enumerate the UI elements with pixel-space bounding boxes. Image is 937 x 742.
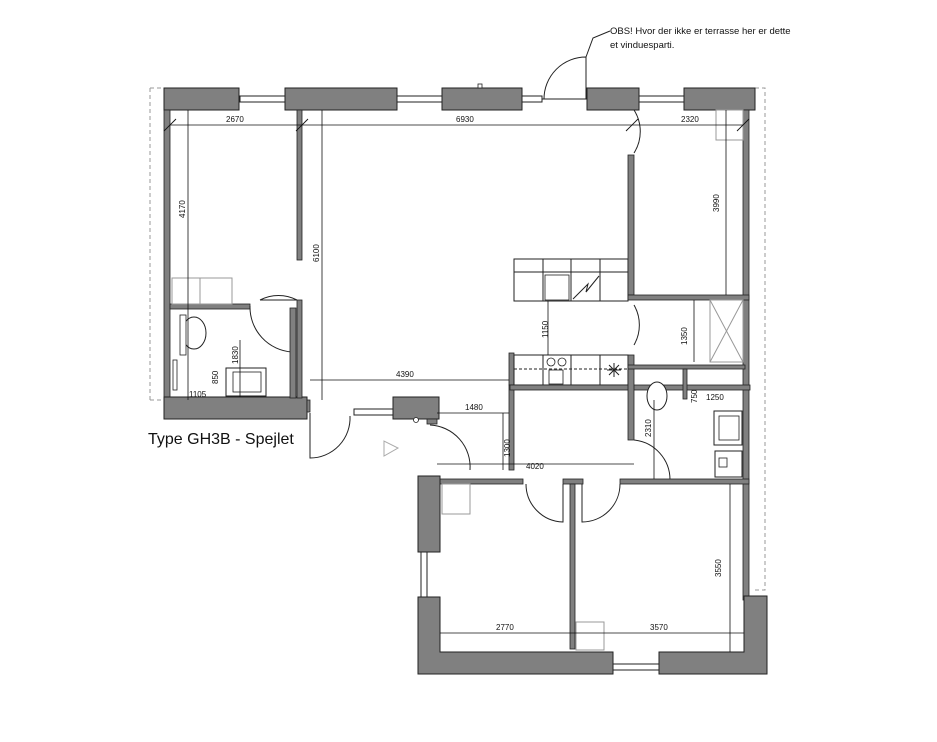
note-line-2: et vinduesparti. [610, 40, 675, 51]
wc-door-swing [633, 439, 671, 481]
corridor-wall-right [619, 478, 750, 485]
dim-wc-height: 2310 [644, 419, 653, 437]
bedroom1-cabinet [441, 483, 471, 515]
left-bottom-wall [163, 396, 308, 420]
wardrobe [171, 277, 233, 305]
balcony-door-swing [543, 56, 587, 100]
dim-bath-right-width: 1250 [706, 393, 724, 402]
dim-bath-left-height: 1830 [231, 346, 240, 364]
note-leader-line [585, 30, 611, 58]
dim-bath-left-sink: 850 [211, 370, 220, 384]
top-wall [163, 83, 756, 111]
boundary-right [755, 87, 766, 591]
bottom-right-wall [658, 595, 768, 675]
bedroom1-door-swing [525, 483, 564, 523]
annotation-note: OBS! Hvor der ikke er terrasse her er de… [610, 25, 830, 53]
shower [709, 299, 744, 363]
dim-room1-height: 4170 [178, 200, 187, 218]
boundary-left [149, 87, 164, 401]
dim-room3-width: 2320 [681, 115, 699, 124]
room3-bottom-wall [627, 294, 750, 301]
washing-machine [714, 450, 743, 478]
entrance-pillar [392, 396, 440, 420]
room1-door-swing [259, 294, 298, 301]
closet-door-swing [633, 304, 640, 346]
left-wall [163, 109, 171, 401]
bedroom2-cabinet [575, 621, 605, 651]
entrance-door-swing [309, 413, 351, 459]
right-wall [742, 109, 750, 601]
dim-kitchen-gap: 1150 [541, 320, 550, 338]
bath-left-top-wall [169, 303, 251, 310]
dim-bedroom2-height: 3550 [714, 559, 723, 577]
kitchen-wall [508, 352, 515, 386]
dim-closet-height: 1350 [680, 327, 689, 345]
bath-right-top-wall [627, 364, 746, 370]
corridor-wall-left [436, 478, 524, 485]
bedroom2-door-swing [581, 483, 621, 523]
bedroom-divider-wall [569, 483, 576, 650]
bath-left-door-swing [249, 305, 293, 353]
bottom-left-wall [417, 596, 614, 675]
dim-room1-width: 2670 [226, 115, 244, 124]
dim-corridor-width: 4020 [526, 462, 544, 471]
dim-living-lower-width: 4390 [396, 370, 414, 379]
dim-bedroom1-width: 2770 [496, 623, 514, 632]
bottom-window [612, 663, 660, 671]
dim-bath-right-depth: 750 [690, 389, 699, 403]
dim-hall-height: 1300 [503, 439, 512, 457]
kitchen-counter [513, 354, 629, 386]
dim-room3-height: 3990 [712, 194, 721, 212]
kitchen-island [513, 258, 629, 302]
wc-toilet [646, 381, 668, 411]
dim-bath-left-width: 1105 [189, 390, 207, 399]
room3-left-wall [627, 154, 635, 296]
entrance-window [353, 408, 395, 416]
north-arrow-triangle-icon [383, 440, 400, 457]
hall-door-swing [429, 424, 471, 471]
dim-living-width: 6930 [456, 115, 474, 124]
room1-living-wall [296, 109, 303, 261]
lower-left-pillar [417, 475, 441, 553]
room3-door-swing [633, 109, 641, 154]
dimension-lines [163, 110, 750, 652]
dim-bedroom2-width: 3570 [650, 623, 668, 632]
dim-hall-width: 1480 [465, 403, 483, 412]
room1-living-wall-lower [296, 299, 303, 399]
note-line-1: OBS! Hvor der ikke er terrasse her er de… [610, 26, 791, 37]
dim-living-height: 6100 [312, 244, 321, 262]
wc-left-wall [627, 354, 635, 441]
plan-title: Type GH3B - Spejlet [148, 431, 294, 448]
